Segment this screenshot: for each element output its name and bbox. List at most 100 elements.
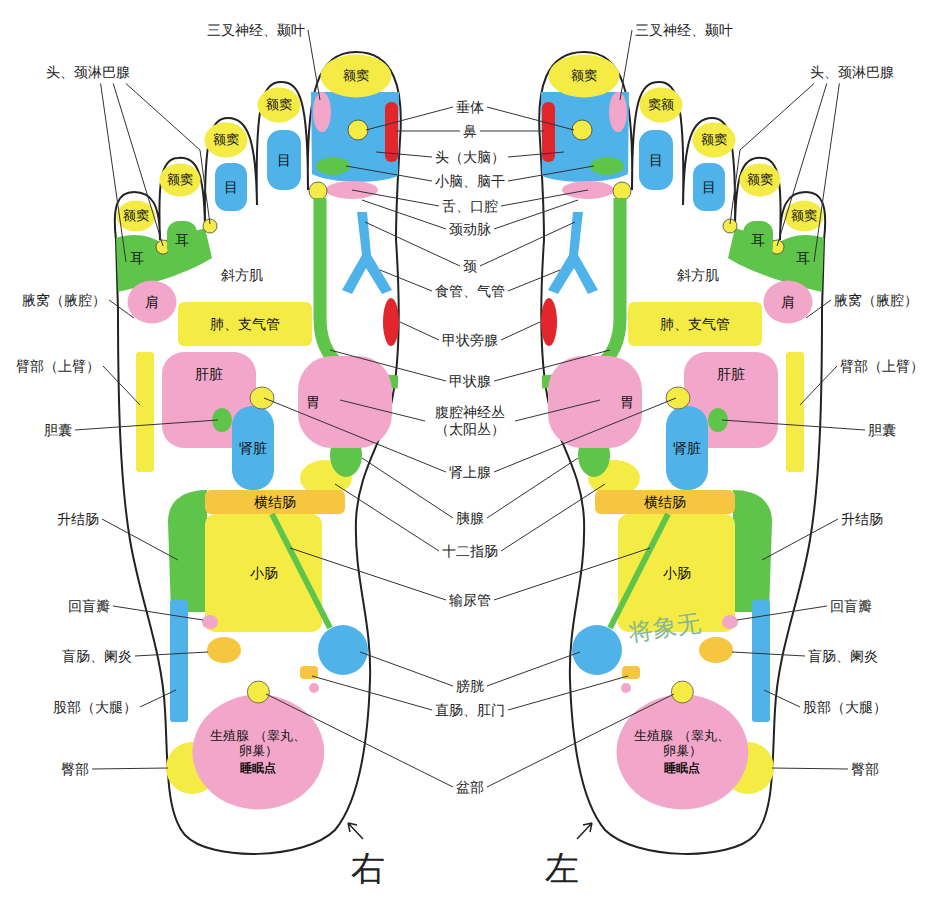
part-label: 盆部 <box>456 779 484 796</box>
leader-line <box>140 690 176 707</box>
label-anchor: 颈 <box>463 258 477 275</box>
zone-detail <box>272 514 330 628</box>
zone-detail <box>708 408 728 432</box>
zone-label: 额窦 <box>701 133 727 148</box>
label-anchor: 头（大脑） <box>435 149 505 166</box>
reflex-zone: 胃 <box>548 356 642 448</box>
zone-detail <box>250 387 274 409</box>
zone-label: 生殖腺 （睾丸、卵巢） <box>633 729 731 759</box>
zone-detail <box>202 615 218 629</box>
reflex-zone: 小肠 <box>205 514 322 632</box>
reflex-zone: 耳 <box>167 221 197 259</box>
reflex-zone: 目 <box>215 163 247 211</box>
reflex-zone: 目 <box>639 130 673 190</box>
leader-line <box>515 400 600 421</box>
zone-fill <box>258 88 301 123</box>
zone-label: 窦额 <box>648 98 674 113</box>
zone-fill <box>215 163 247 211</box>
part-label: 股部（大腿） <box>803 699 887 716</box>
leader-line <box>494 548 650 600</box>
zone-label: 肩 <box>145 294 159 310</box>
zone-label: 额窦 <box>343 69 369 84</box>
zone-fill <box>232 406 274 490</box>
zone-label: 目 <box>224 179 238 195</box>
leader-line <box>722 420 865 430</box>
part-label: 盲肠、阑炎 <box>62 648 132 665</box>
leader-line <box>308 30 320 100</box>
zone-fill <box>549 55 620 98</box>
zone-fill <box>548 356 642 448</box>
leader-line <box>362 458 453 518</box>
leader-line <box>487 694 674 787</box>
part-label: 头（大脑） <box>435 149 505 166</box>
zone-label: 肾脏 <box>239 440 267 456</box>
zone-label: 肺、支气管 <box>210 316 280 332</box>
leader-line <box>101 83 126 262</box>
leader-line <box>266 694 453 787</box>
label-anchor: 膀胱 <box>456 678 484 695</box>
label-anchor: 腋窝（腋腔） <box>834 292 918 309</box>
zone-label: 睡眠点 <box>664 762 700 776</box>
part-label: 颈动脉 <box>449 221 491 238</box>
label-anchor: 甲状腺 <box>449 373 491 390</box>
zone-label: 额窦 <box>167 173 193 188</box>
zone-fill <box>640 88 683 123</box>
label-anchor: 十二指肠 <box>442 543 498 560</box>
part-label: 腋窝（腋腔） <box>22 292 106 309</box>
reflex-zone: 肾脏 <box>666 406 708 490</box>
zone-fill <box>167 221 197 259</box>
zone-fill <box>321 55 392 98</box>
zone-fill <box>616 695 748 810</box>
reflex-zone: 窦额 <box>639 87 683 123</box>
leader-line <box>330 350 446 381</box>
part-label: 食管、气管 <box>435 283 505 300</box>
label-anchor: 输尿管 <box>449 592 491 609</box>
mouth-zone <box>562 181 614 199</box>
part-label: 肾上腺 <box>449 464 491 481</box>
label-anchor: 臂部（上臂） <box>16 358 100 375</box>
leader-line <box>501 322 540 340</box>
part-label: 甲状旁腺 <box>442 332 498 349</box>
esophagus-zone <box>342 212 392 294</box>
label-anchor: 垂体 <box>456 99 484 116</box>
label-anchor: 胆囊 <box>44 422 72 439</box>
part-label: 头、颈淋巴腺 <box>810 64 894 81</box>
zone-label: 肺、支气管 <box>660 316 730 332</box>
leader-line <box>730 83 814 224</box>
label-anchor: 肾上腺 <box>449 464 491 481</box>
reflex-zone: 额窦 <box>159 163 201 197</box>
zone-label: 横结肠 <box>644 494 686 510</box>
part-label: 臂部（上臂） <box>16 358 100 375</box>
zone-label: 耳 <box>130 250 144 266</box>
leader-line <box>732 652 805 656</box>
parathyroid-zone <box>541 298 557 346</box>
colon-zone <box>733 490 772 612</box>
zone-fill <box>205 123 248 158</box>
zone-label: 目 <box>649 152 663 168</box>
zone-fill <box>595 490 735 514</box>
label-anchor: 盲肠、阑炎 <box>62 648 132 665</box>
part-label: 回盲瓣 <box>830 598 872 615</box>
colon-zone <box>168 490 207 612</box>
part-label: 臀部 <box>61 761 89 778</box>
leader-line <box>508 676 628 710</box>
cerebellum-zone <box>590 157 624 175</box>
part-label: 盲肠、阑炎 <box>808 648 878 665</box>
label-anchor: 三叉神经、颞叶 <box>635 22 733 39</box>
zone-fill <box>666 406 708 490</box>
label-anchor: 食管、气管 <box>435 283 505 300</box>
zone-label: 额窦 <box>266 98 292 113</box>
leader-line <box>109 300 134 318</box>
zone-fill <box>743 221 773 259</box>
reflex-zone: 肩 <box>763 280 813 324</box>
anus-zone <box>621 683 631 693</box>
zone-label: 额窦 <box>571 69 597 84</box>
lymph-zone <box>613 182 631 200</box>
zone-fill <box>639 130 673 190</box>
reflex-zone: 肺、支气管 <box>628 302 762 346</box>
part-label: 三叉神经、颞叶 <box>207 22 305 39</box>
leader-line <box>494 350 610 381</box>
zone-fill <box>693 163 725 211</box>
foot-side-label: 右 <box>351 848 385 889</box>
zone-fill <box>178 302 312 346</box>
